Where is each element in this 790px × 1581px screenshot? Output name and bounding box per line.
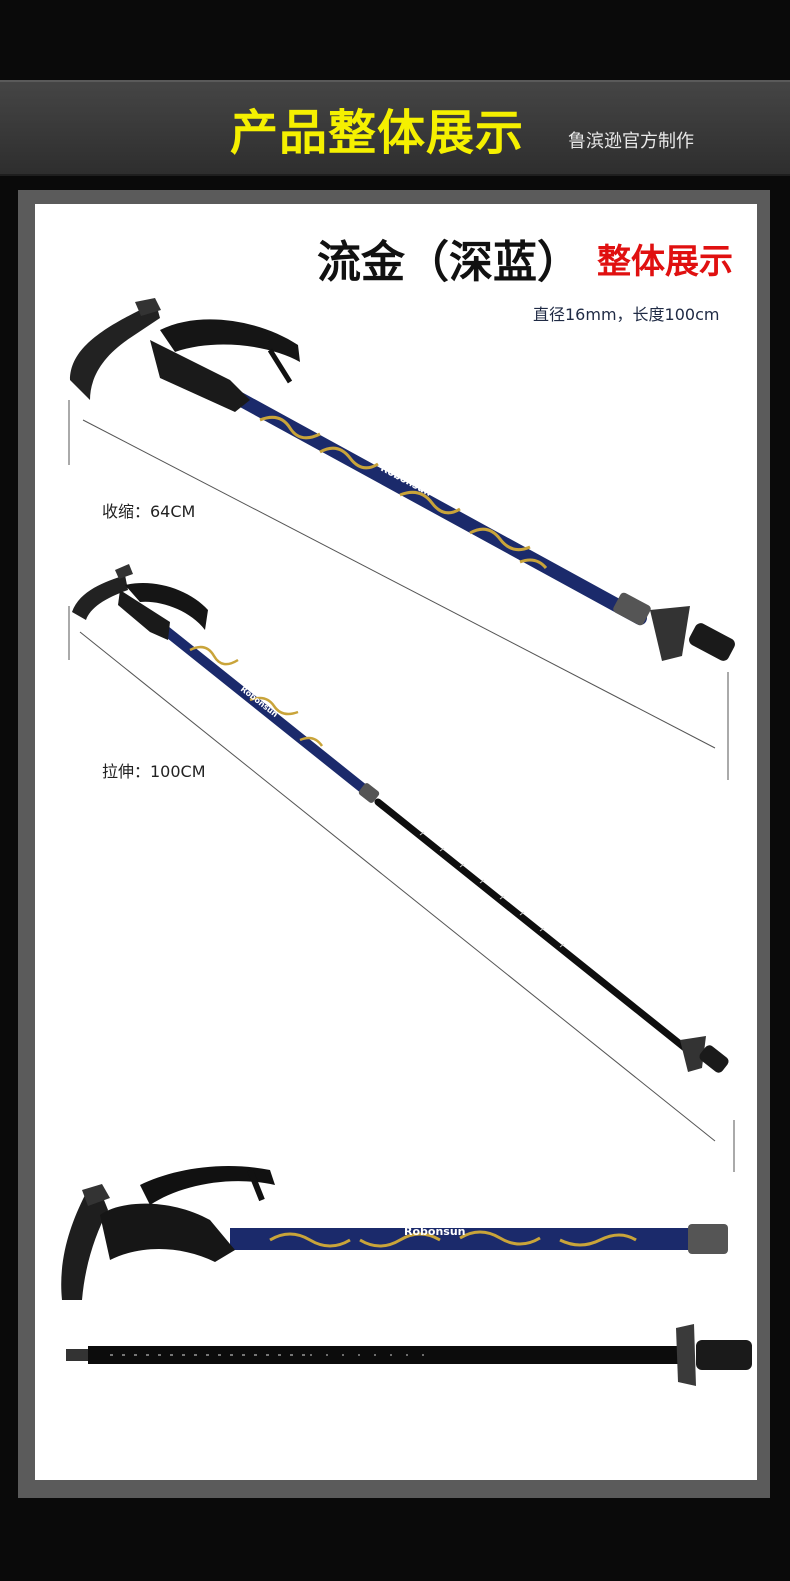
spec-text: 直径16mm，长度100cm xyxy=(533,305,720,324)
header-band xyxy=(0,80,790,176)
product-color-title: 流金（深蓝） xyxy=(317,237,581,288)
collapsed-pole: Robonsun xyxy=(70,298,735,661)
page-title: 产品整体展示 xyxy=(230,105,525,161)
dimension-lines xyxy=(68,400,735,1172)
pole-brand-text-3: Robonsun xyxy=(404,1225,466,1238)
pole-brand-text-2: Robonsun xyxy=(239,684,280,719)
overall-display-title: 整体展示 xyxy=(597,242,733,282)
collapsed-length-label: 收缩：64CM xyxy=(102,502,196,521)
extended-length-label: 拉伸：100CM xyxy=(102,762,206,781)
horizontal-pole-lower xyxy=(66,1324,752,1386)
showcase-panel xyxy=(35,204,757,1480)
extended-pole: Robonsun xyxy=(72,564,729,1073)
maker-credit: 鲁滨逊官方制作 xyxy=(568,131,694,152)
horizontal-pole-upper: Robonsun xyxy=(61,1165,728,1300)
